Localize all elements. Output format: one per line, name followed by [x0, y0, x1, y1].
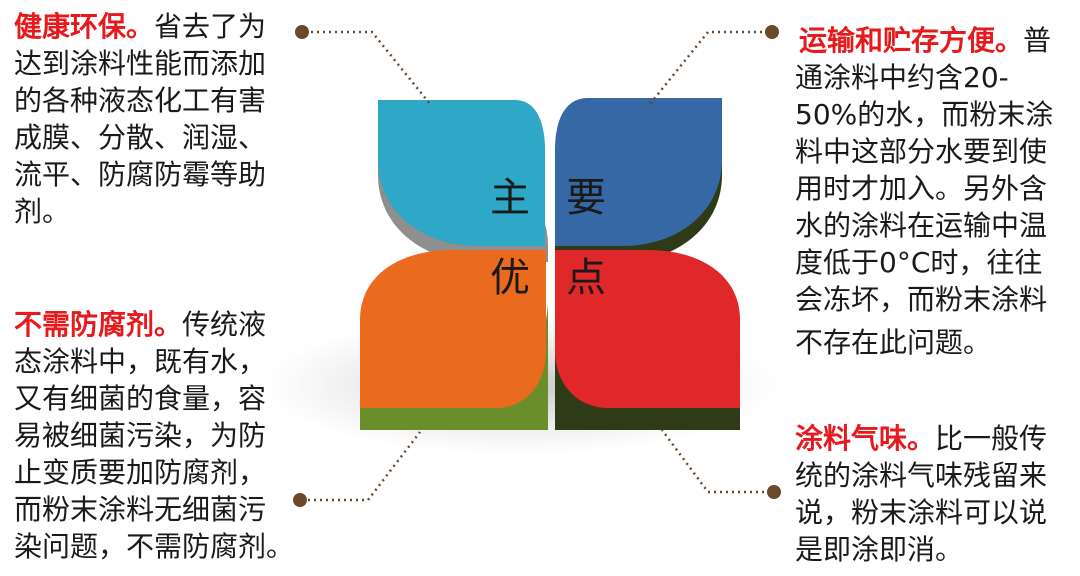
advantage-health-title: 健康环保。: [14, 10, 155, 43]
connector-bottom-right: [660, 429, 770, 494]
advantage-health-line: 成膜、分散、润湿、: [14, 121, 267, 154]
advantage-health-line: 达到涂料性能而添加: [14, 47, 267, 80]
advantage-no-preservative-line: 态涂料中，既有水，: [14, 345, 267, 378]
connector-dot-bottom-right: [767, 485, 781, 499]
advantage-health: 健康环保。省去了为 达到涂料性能而添加 的各种液态化工有害 成膜、分散、润湿、 …: [14, 8, 294, 230]
advantage-transport: 运输和贮存方便。普 通涂料中约含20- 50%的水，而粉末涂 料中这部分水要到使…: [795, 22, 1070, 361]
advantage-health-line: 剂。: [14, 195, 71, 228]
center-char-4: 点: [566, 255, 606, 301]
advantage-odor-line: 比一般传: [935, 422, 1048, 455]
advantage-transport-line: 50%的水，而粉末涂: [795, 98, 1054, 131]
petal-bottom-right: [555, 250, 740, 408]
advantage-odor-line: 统的涂料气味残留来: [795, 459, 1048, 492]
advantage-odor-line: 说，粉末涂料可以说: [795, 496, 1048, 529]
advantage-no-preservative: 不需防腐剂。传统液 态涂料中，既有水， 又有细菌的食量，容 易被细菌污染，为防 …: [14, 306, 296, 565]
advantage-transport-line: 不存在此问题。: [795, 326, 992, 359]
center-char-1: 主: [490, 175, 530, 221]
center-char-3: 优: [490, 255, 530, 301]
petal-bottom-left: [360, 250, 546, 408]
advantage-health-line: 的各种液态化工有害: [14, 84, 267, 117]
advantage-no-preservative-line: 又有细菌的食量，容: [14, 382, 267, 415]
advantage-no-preservative-line: 易被细菌污染，为防: [14, 419, 267, 452]
advantage-transport-line: 料中这部分水要到使: [795, 135, 1048, 168]
advantage-transport-line: 会冻坏，而粉末涂料: [795, 283, 1048, 316]
advantage-no-preservative-line: 染问题，不需防腐剂。: [14, 530, 295, 563]
advantage-transport-line: 度低于0°C时，往往: [795, 246, 1043, 279]
center-char-2: 要: [566, 175, 606, 221]
connector-dot-bottom-left: [293, 493, 307, 507]
advantage-no-preservative-line: 传统液: [182, 308, 267, 341]
advantage-transport-line: 普: [1023, 24, 1052, 57]
connectors: [302, 30, 770, 502]
advantage-no-preservative-line: 而粉末涂料无细菌污: [14, 493, 267, 526]
advantage-health-line: 流平、防腐防霉等助: [14, 158, 267, 191]
petal-top-right: [555, 98, 722, 246]
advantage-odor-title: 涂料气味。: [795, 422, 936, 455]
connector-dot-top-right: [765, 25, 779, 39]
advantage-health-line: 省去了为: [154, 10, 267, 43]
connector-dots: [293, 25, 781, 507]
advantage-transport-line: 水的涂料在运输中温: [795, 209, 1048, 242]
advantage-no-preservative-line: 止变质要加防腐剂，: [14, 456, 267, 489]
advantage-transport-line: 通涂料中约含20-: [795, 61, 1009, 94]
advantage-transport-title: 运输和贮存方便。: [799, 24, 1024, 57]
connector-top-left: [305, 30, 431, 105]
advantage-transport-line: 用时才加入。另外含: [795, 172, 1048, 205]
connector-bottom-left: [302, 431, 421, 502]
connector-dot-top-left: [295, 25, 309, 39]
petal-top-left: [378, 100, 545, 246]
advantage-odor: 涂料气味。比一般传 统的涂料气味残留来 说，粉末涂料可以说 是即涂即消。: [795, 420, 1070, 568]
advantage-no-preservative-title: 不需防腐剂。: [14, 308, 183, 341]
advantage-odor-line: 是即涂即消。: [795, 533, 964, 566]
connector-top-right: [649, 30, 768, 105]
